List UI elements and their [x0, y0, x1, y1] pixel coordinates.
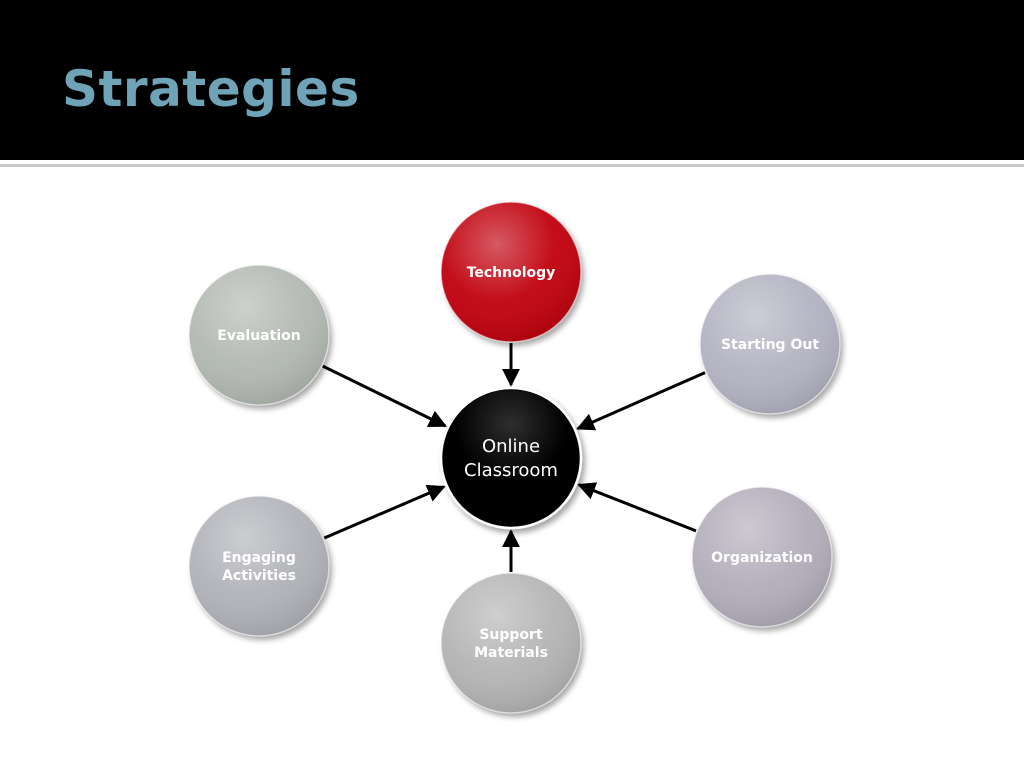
- node-technology-label: Technology: [467, 265, 556, 281]
- center-node-label: Online: [482, 436, 540, 457]
- node-engaging-activities-label: Engaging: [222, 550, 296, 566]
- title-divider-shadow: [0, 164, 1024, 167]
- slide-title: Strategies: [62, 60, 360, 118]
- node-starting-out: Starting Out: [699, 273, 841, 415]
- node-technology: Technology: [440, 201, 582, 343]
- node-organization: Organization: [691, 486, 833, 628]
- node-evaluation: Evaluation: [188, 264, 330, 406]
- node-starting-out-label: Starting Out: [721, 337, 819, 353]
- node-evaluation-gloss: [188, 264, 330, 406]
- node-technology-gloss: [440, 201, 582, 343]
- node-starting-out-gloss: [699, 273, 841, 415]
- node-evaluation-label: Evaluation: [217, 328, 300, 344]
- center-node-label: Classroom: [464, 460, 558, 481]
- connectors: [322, 343, 706, 572]
- arrow-engaging-activities: [323, 484, 446, 540]
- node-organization-label: Organization: [711, 550, 813, 566]
- node-support-materials-gloss: [440, 572, 582, 714]
- node-engaging-activities-label: Activities: [222, 568, 296, 584]
- arrow-starting-out: [576, 371, 706, 431]
- arrow-organization: [577, 482, 697, 533]
- node-engaging-activities-gloss: [188, 495, 330, 637]
- title-divider: [0, 160, 1024, 164]
- arrow-evaluation: [322, 364, 448, 428]
- node-support-materials-label: Support: [479, 627, 543, 643]
- node-support-materials-label: Materials: [474, 645, 548, 661]
- title-band: [0, 0, 1024, 160]
- node-organization-gloss: [691, 486, 833, 628]
- center-node-gloss: [443, 390, 579, 526]
